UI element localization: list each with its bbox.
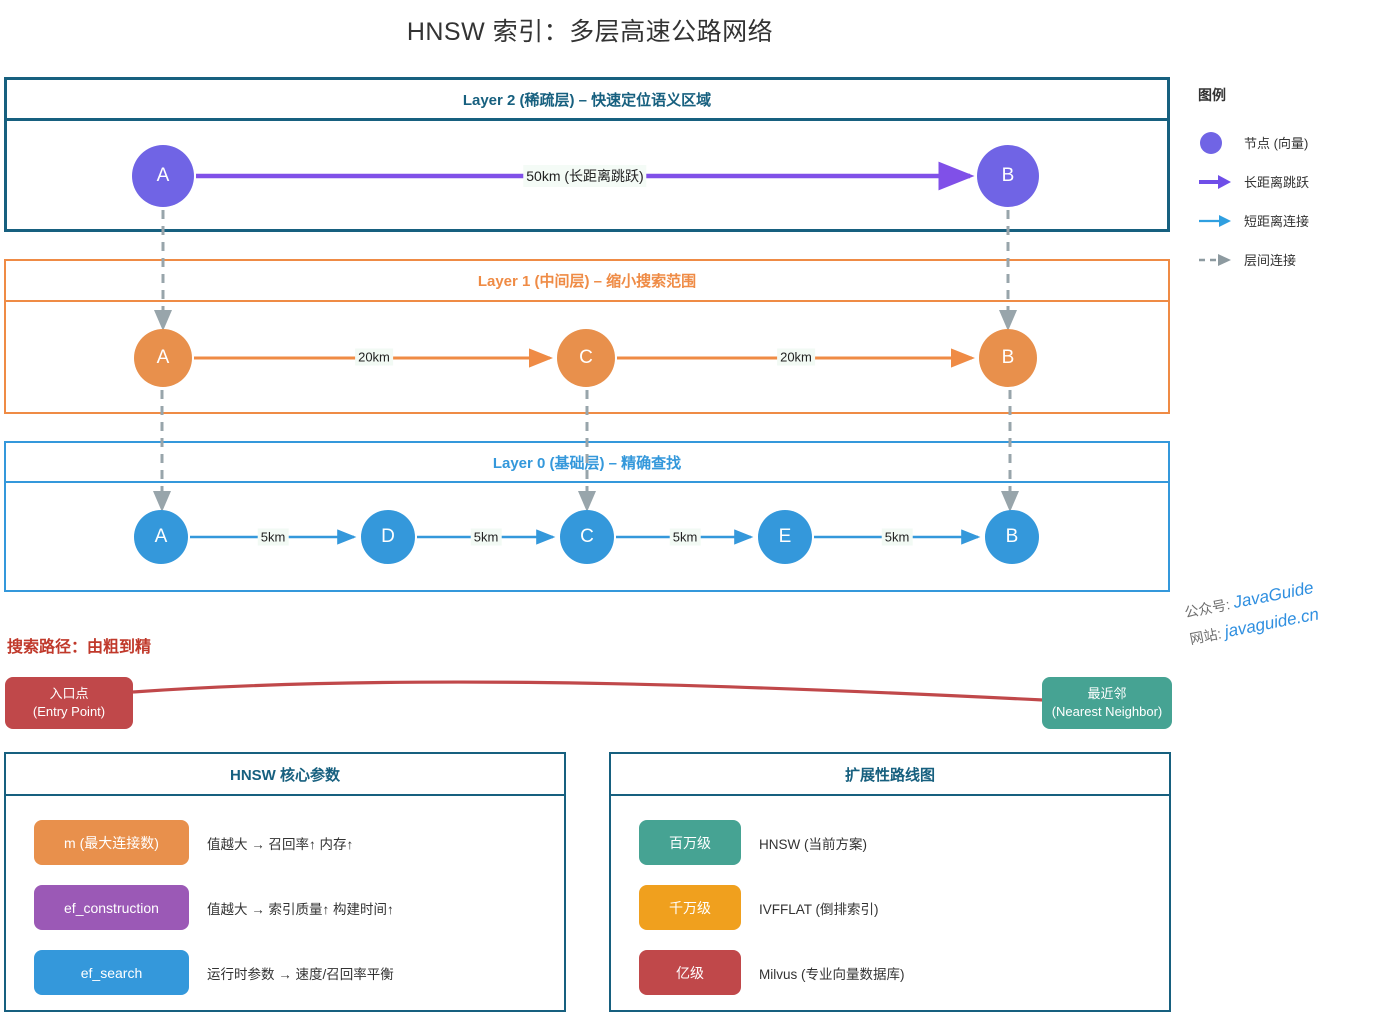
param-chip-ef-search[interactable]: ef_search xyxy=(34,950,189,995)
long-jump-arrow-icon xyxy=(1198,174,1236,190)
layer-2-container: Layer 2 (稀疏层) – 快速定位语义区域 xyxy=(4,77,1170,232)
legend-item-label: 节点 (向量) xyxy=(1244,136,1309,151)
legend-item-label: 长距离跳跃 xyxy=(1244,175,1310,190)
param-row-ef-construction: ef_construction 值越大 → 索引质量↑ 构建时间↑ xyxy=(6,875,564,940)
scalability-panel-title: 扩展性路线图 xyxy=(611,754,1169,796)
edge-label-layer0-D-C: 5km xyxy=(470,528,502,546)
scalability-panel-body: 百万级 HNSW (当前方案) 千万级 IVFFLAT (倒排索引) 亿级 Mi… xyxy=(611,796,1169,1013)
watermark-label-wechat: 公众号: xyxy=(1183,596,1232,621)
legend-item-interlayer: 层间连接 xyxy=(1198,240,1378,279)
search-path-curve xyxy=(132,680,1044,702)
node-label: A xyxy=(156,347,170,368)
param-desc-ef-construction: 值越大 → 索引质量↑ 构建时间↑ xyxy=(207,901,394,917)
legend-item-long-jump: 长距离跳跃 xyxy=(1198,162,1378,201)
entry-point-label-cn: 入口点 xyxy=(49,686,89,702)
node-layer1-A[interactable]: A xyxy=(134,329,192,387)
edge-label-layer1-A-C: 20km xyxy=(355,348,393,366)
short-link-arrow-icon xyxy=(1198,213,1236,229)
param-desc-m: 值越大 → 召回率↑ 内存↑ xyxy=(207,836,354,852)
node-circle-icon xyxy=(1198,131,1236,154)
node-label: D xyxy=(381,526,395,547)
scale-chip-hundred-million[interactable]: 亿级 xyxy=(639,950,741,995)
layer-0-header: Layer 0 (基础层) – 精确查找 xyxy=(6,443,1168,483)
node-layer2-A[interactable]: A xyxy=(132,145,194,207)
scale-row-million: 百万级 HNSW (当前方案) xyxy=(611,810,1169,875)
watermark: 公众号: JavaGuide 网站: javaguide.cn xyxy=(1182,574,1321,652)
node-label: B xyxy=(1001,165,1015,186)
legend-item-label: 层间连接 xyxy=(1244,253,1297,268)
layer-1-header: Layer 1 (中间层) – 缩小搜索范围 xyxy=(6,261,1168,302)
entry-point-node[interactable]: 入口点 (Entry Point) xyxy=(5,677,133,729)
param-row-m: m (最大连接数) 值越大 → 召回率↑ 内存↑ xyxy=(6,810,564,875)
node-layer2-B[interactable]: B xyxy=(977,145,1039,207)
watermark-label-site: 网站: xyxy=(1188,625,1223,648)
interlayer-dashed-arrow-icon xyxy=(1198,252,1236,268)
node-layer1-C[interactable]: C xyxy=(557,329,615,387)
hnsw-params-panel: HNSW 核心参数 m (最大连接数) 值越大 → 召回率↑ 内存↑ ef_co… xyxy=(4,752,566,1012)
node-layer0-B[interactable]: B xyxy=(985,510,1039,564)
node-label: B xyxy=(1005,526,1019,547)
node-layer0-D[interactable]: D xyxy=(361,510,415,564)
scale-chip-ten-million[interactable]: 千万级 xyxy=(639,885,741,930)
node-label: B xyxy=(1001,347,1015,368)
hnsw-params-panel-body: m (最大连接数) 值越大 → 召回率↑ 内存↑ ef_construction… xyxy=(6,796,564,1013)
scale-chip-million[interactable]: 百万级 xyxy=(639,820,741,865)
nearest-neighbor-label-cn: 最近邻 xyxy=(1087,686,1127,702)
node-label: E xyxy=(778,526,792,547)
edge-label-layer2-A-B: 50km (长距离跳跃) xyxy=(523,165,647,187)
edge-label-layer0-E-B: 5km xyxy=(881,528,913,546)
legend-item-node: 节点 (向量) xyxy=(1198,123,1378,162)
scale-desc-ten-million: IVFFLAT (倒排索引) xyxy=(759,901,879,917)
hnsw-params-panel-title: HNSW 核心参数 xyxy=(6,754,564,796)
entry-point-label-en: (Entry Point) xyxy=(32,704,106,719)
scale-desc-hundred-million: Milvus (专业向量数据库) xyxy=(759,966,905,982)
nearest-neighbor-label-en: (Nearest Neighbor) xyxy=(1051,704,1163,719)
node-label: A xyxy=(154,526,168,547)
node-label: C xyxy=(580,526,594,547)
scalability-panel: 扩展性路线图 百万级 HNSW (当前方案) 千万级 IVFFLAT (倒排索引… xyxy=(609,752,1171,1012)
edge-label-layer1-C-B: 20km xyxy=(777,348,815,366)
legend: 图例 节点 (向量) 长距离跳跃 短距离连接 xyxy=(1198,85,1378,279)
legend-item-short-link: 短距离连接 xyxy=(1198,201,1378,240)
param-chip-m[interactable]: m (最大连接数) xyxy=(34,820,189,865)
param-desc-ef-search: 运行时参数 → 速度/召回率平衡 xyxy=(207,966,394,982)
edge-label-layer0-A-D: 5km xyxy=(257,528,289,546)
node-layer0-C[interactable]: C xyxy=(560,510,614,564)
edge-label-layer0-C-E: 5km xyxy=(669,528,701,546)
node-layer0-A[interactable]: A xyxy=(134,510,188,564)
param-row-ef-search: ef_search 运行时参数 → 速度/召回率平衡 xyxy=(6,940,564,1005)
node-layer1-B[interactable]: B xyxy=(979,329,1037,387)
search-path-title: 搜索路径：由粗到精 xyxy=(7,639,152,656)
scale-row-ten-million: 千万级 IVFFLAT (倒排索引) xyxy=(611,875,1169,940)
param-chip-ef-construction[interactable]: ef_construction xyxy=(34,885,189,930)
page-title: HNSW 索引：多层高速公路网络 xyxy=(406,18,774,46)
scale-row-hundred-million: 亿级 Milvus (专业向量数据库) xyxy=(611,940,1169,1005)
node-layer0-E[interactable]: E xyxy=(758,510,812,564)
layer-2-header: Layer 2 (稀疏层) – 快速定位语义区域 xyxy=(7,80,1167,121)
legend-item-label: 短距离连接 xyxy=(1244,214,1310,229)
scale-desc-million: HNSW (当前方案) xyxy=(759,836,867,852)
node-label: A xyxy=(156,165,170,186)
nearest-neighbor-node[interactable]: 最近邻 (Nearest Neighbor) xyxy=(1042,677,1172,729)
legend-title: 图例 xyxy=(1198,87,1226,103)
node-label: C xyxy=(579,347,593,368)
